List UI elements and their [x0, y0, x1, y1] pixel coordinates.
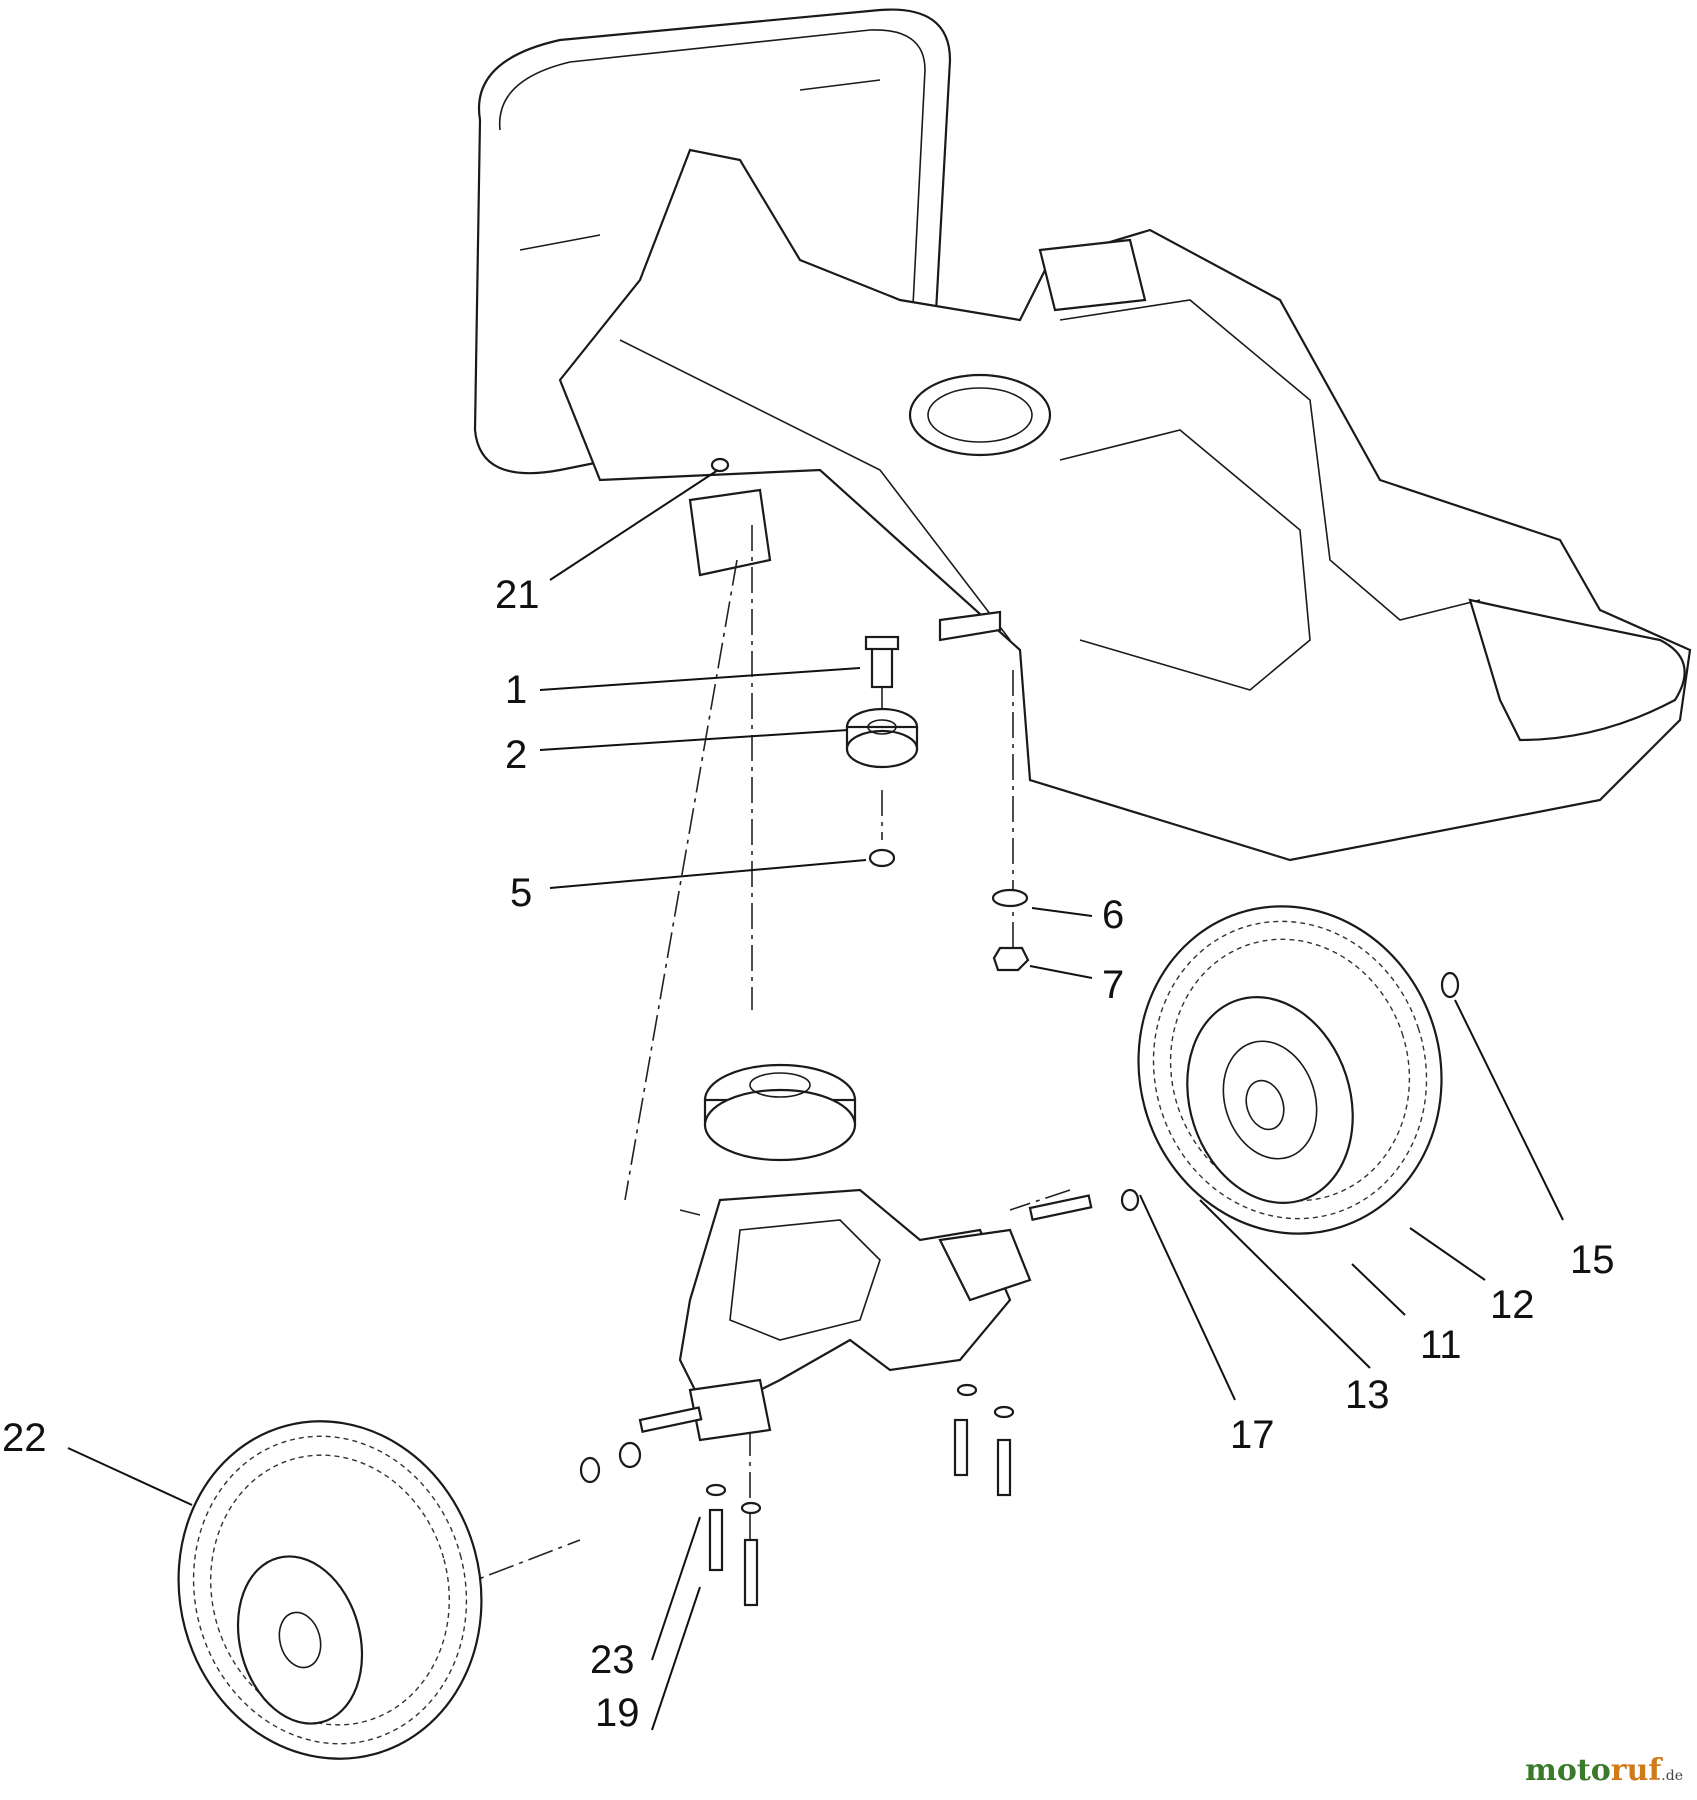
- leader-lines: [67, 469, 1564, 1731]
- hardware: [710, 457, 1030, 972]
- callout-17: 17: [1230, 1413, 1275, 1457]
- drive-pulley: [703, 1063, 857, 1162]
- watermark-suffix: .de: [1661, 1768, 1683, 1784]
- watermark-logo: motoruf.de: [1525, 1753, 1683, 1788]
- callout-22: 22: [2, 1416, 47, 1460]
- callout-13: 13: [1345, 1373, 1390, 1417]
- left-wheel: [177, 1420, 483, 1760]
- callout-19: 19: [595, 1691, 640, 1735]
- callout-2: 2: [505, 733, 528, 777]
- callout-11: 11: [1420, 1323, 1462, 1367]
- watermark-brand-a: moto: [1525, 1753, 1611, 1788]
- transaxle: [579, 1188, 1140, 1484]
- callout-15: 15: [1570, 1238, 1615, 1282]
- callout-23: 23: [590, 1638, 635, 1682]
- watermark-brand-b: ruf: [1610, 1753, 1662, 1788]
- mounting-bolts: [705, 1383, 1015, 1607]
- callout-5: 5: [510, 871, 533, 915]
- callout-7: 7: [1102, 963, 1125, 1007]
- right-wheel: [1137, 905, 1460, 1235]
- callout-6: 6: [1102, 893, 1125, 937]
- main-frame: [558, 148, 1692, 862]
- callout-12: 12: [1490, 1283, 1535, 1327]
- callout-1: 1: [505, 668, 528, 712]
- callout-21: 21: [495, 573, 540, 617]
